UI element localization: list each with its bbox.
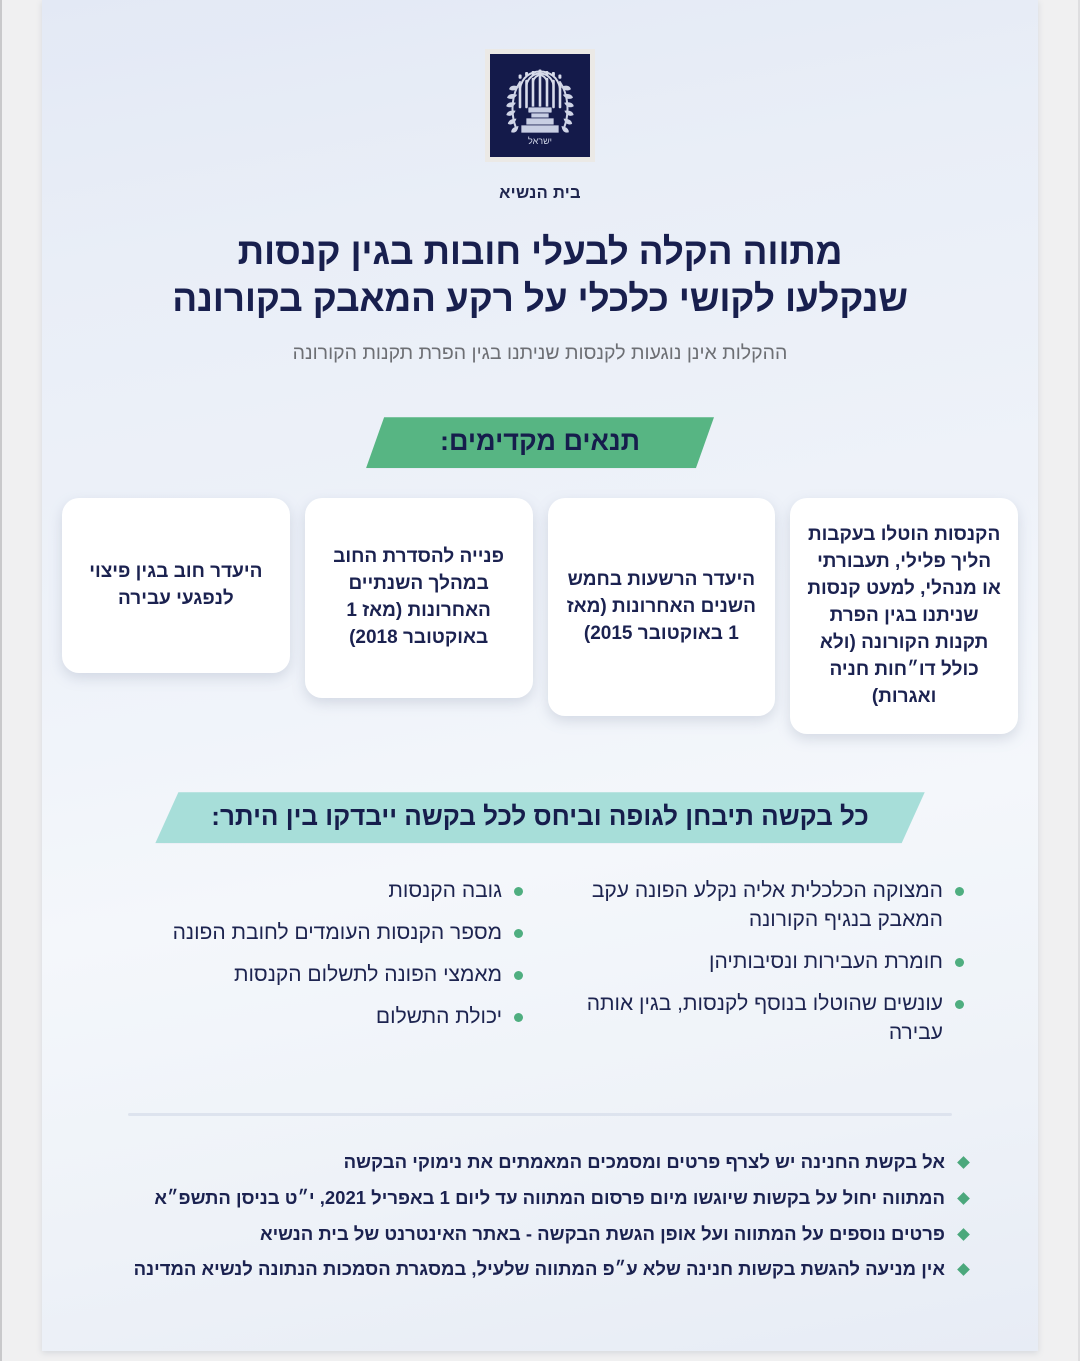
- israel-state-emblem-menorah-icon: ישראל: [490, 54, 590, 157]
- page-right-edge: [1078, 0, 1080, 1361]
- list-item: מאמצי הפונה לתשלום הקנסות: [116, 961, 524, 990]
- list-item: עונשים שהוטלו בנוסף לקנסות, בגין אותה עב…: [557, 990, 964, 1048]
- page-title: מתווה הקלה לבעלי חובות בגין קנסות שנקלעו…: [104, 229, 976, 322]
- criteria-banner: כל בקשה תיבחן לגופה וביחס לכל בקשה ייבדק…: [155, 792, 925, 844]
- title-line-2: שנקלעו לקושי כלכלי על רקע המאבק בקורונה: [172, 277, 908, 319]
- section-divider: [128, 1113, 952, 1117]
- list-item: אין מניעה להגשת בקשות חנינה שלא ע״פ המתו…: [112, 1257, 970, 1282]
- preconditions-banner-row: תנאים מקדימים:: [42, 365, 1038, 469]
- bullet-dot-icon: [514, 887, 524, 897]
- precondition-card: היעדר חוב בגין פיצוי לנפגעי עבירה: [62, 498, 290, 674]
- criteria-column-right: המצוקה הכלכלית אליה נקלע הפונה עקב המאבק…: [557, 877, 964, 1061]
- bullet-diamond-icon: [957, 1263, 970, 1277]
- bullet-diamond-icon: [957, 1156, 970, 1169]
- bullet-dot-icon: [514, 929, 524, 939]
- bullet-dot-icon: [514, 971, 524, 981]
- bullet-diamond-icon: [957, 1191, 970, 1205]
- precondition-card: פנייה להסדרת החוב במהלך השנתיים האחרונות…: [304, 498, 533, 699]
- list-item: מספר הקנסות העומדים לחובת הפונה: [116, 919, 524, 948]
- note-text: אל בקשת החנינה יש לצרף פרטים ומסמכים המא…: [343, 1151, 945, 1173]
- list-item: המצוקה הכלכלית אליה נקלע הפונה עקב המאבק…: [557, 877, 964, 935]
- organization-name: בית הנשיא: [499, 184, 581, 202]
- page-subtitle: ההקלות אינן נוגעות לקנסות שניתנו בגין הפ…: [292, 342, 788, 365]
- criteria-text: יכולת התשלום: [375, 1005, 503, 1029]
- preconditions-card-list: הקנסות הוטלו בעקבות הליך פלילי, תעבורתי …: [62, 498, 1018, 735]
- criteria-text: עונשים שהוטלו בנוסף לקנסות, בגין אותה עב…: [586, 992, 943, 1045]
- list-item: חומרת העבירות ונסיבותיהן: [557, 948, 964, 977]
- criteria-text: חומרת העבירות ונסיבותיהן: [709, 950, 943, 974]
- precondition-card: הקנסות הוטלו בעקבות הליך פלילי, תעבורתי …: [790, 498, 1018, 735]
- infographic-page: ישראל בית הנשיא מתווה הקלה לבעלי חובות ב…: [42, 0, 1038, 1351]
- bullet-dot-icon: [514, 1013, 524, 1023]
- criteria-text: מאמצי הפונה לתשלום הקנסות: [233, 963, 503, 987]
- bullet-dot-icon: [955, 1000, 964, 1010]
- bullet-dot-icon: [955, 887, 964, 897]
- list-item: פרטים נוספים על המתווה ועל אופן הגשת הבק…: [112, 1222, 970, 1247]
- page-left-edge: [0, 0, 2, 1361]
- criteria-text: גובה הקנסות: [388, 879, 503, 903]
- criteria-text: מספר הקנסות העומדים לחובת הפונה: [172, 921, 503, 945]
- criteria-columns: המצוקה הכלכלית אליה נקלע הפונה עקב המאבק…: [116, 877, 964, 1061]
- list-item: המתווה יחול על בקשות שיוגשו מיום פרסום ה…: [112, 1186, 970, 1211]
- note-text: פרטים נוספים על המתווה ועל אופן הגשת הבק…: [259, 1222, 945, 1244]
- emblem-frame: ישראל: [485, 49, 595, 162]
- criteria-column-left: גובה הקנסות מספר הקנסות העומדים לחובת הפ…: [116, 877, 524, 1045]
- list-item: יכולת התשלום: [116, 1003, 524, 1032]
- list-item: אל בקשת החנינה יש לצרף פרטים ומסמכים המא…: [112, 1150, 970, 1175]
- note-text: אין מניעה להגשת בקשות חנינה שלא ע״פ המתו…: [133, 1258, 945, 1280]
- preconditions-banner: תנאים מקדימים:: [366, 417, 714, 469]
- criteria-text: המצוקה הכלכלית אליה נקלע הפונה עקב המאבק…: [591, 879, 943, 932]
- header-block: ישראל בית הנשיא: [42, 0, 1038, 203]
- list-item: גובה הקנסות: [116, 877, 524, 906]
- bullet-diamond-icon: [957, 1227, 970, 1241]
- note-text: המתווה יחול על בקשות שיוגשו מיום פרסום ה…: [154, 1186, 945, 1208]
- criteria-banner-row: כל בקשה תיבחן לגופה וביחס לכל בקשה ייבדק…: [42, 734, 1038, 844]
- bullet-dot-icon: [955, 958, 964, 968]
- svg-text:ישראל: ישראל: [528, 136, 552, 146]
- footer-notes: אל בקשת החנינה יש לצרף פרטים ומסמכים המא…: [112, 1150, 970, 1282]
- title-line-1: מתווה הקלה לבעלי חובות בגין קנסות: [237, 231, 843, 272]
- precondition-card: היעדר הרשעות בחמש השנים האחרונות (מאז 1 …: [547, 498, 776, 717]
